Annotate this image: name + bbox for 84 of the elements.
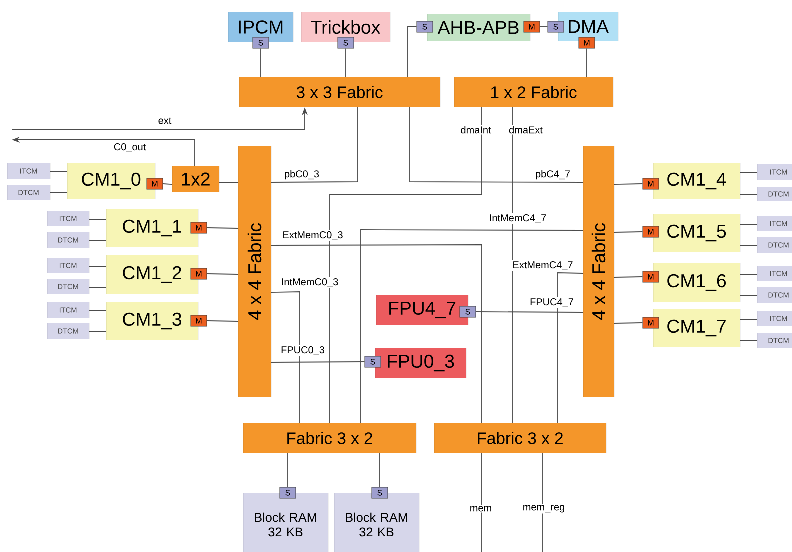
connector-line xyxy=(270,362,366,363)
connector-line xyxy=(740,319,758,320)
edge-label: IntMemC0_3 xyxy=(280,277,340,289)
connector-line xyxy=(586,48,588,78)
connector-line xyxy=(88,310,106,311)
connector-line xyxy=(740,172,758,173)
connector-line xyxy=(614,232,644,233)
fabric-box: 4 x 4 Fabric xyxy=(583,146,615,398)
edge-label: mem xyxy=(468,505,494,513)
connector-line xyxy=(88,287,106,288)
core-box: CM1_5 xyxy=(653,214,741,253)
port-tag: S xyxy=(364,356,382,368)
edge-label: ExtMemC0_3 xyxy=(282,230,344,242)
port-tag: S xyxy=(416,21,434,33)
port-tag: M xyxy=(642,178,660,190)
connector-line xyxy=(88,219,106,220)
port-tag: M xyxy=(190,222,208,234)
connector-line xyxy=(360,230,584,424)
fabric-box: 1 x 2 Fabric xyxy=(454,77,614,108)
edge-label: pbC4_7 xyxy=(534,169,572,181)
connector-line xyxy=(206,320,238,322)
connector-line xyxy=(740,274,758,275)
port-tag: S xyxy=(338,37,354,49)
connector-line xyxy=(512,107,514,424)
port-tag: M xyxy=(642,317,660,329)
connector-line xyxy=(50,192,68,193)
core-box: CM1_6 xyxy=(653,263,741,303)
connector-line xyxy=(740,340,758,341)
edge-label: FPUC4_7 xyxy=(528,297,576,309)
port-tag: S xyxy=(372,487,388,499)
connector-line xyxy=(408,26,418,78)
connector-line xyxy=(614,322,644,324)
edge-label: IntMemC4_7 xyxy=(488,213,548,225)
port-tag: S xyxy=(548,21,564,33)
connector-line xyxy=(50,171,68,172)
port-tag: M xyxy=(190,268,208,280)
connector-line xyxy=(270,107,358,183)
edge-label: ext xyxy=(157,116,173,126)
connector-line xyxy=(740,224,758,225)
connector-line xyxy=(614,276,644,278)
edge-label: dmaExt xyxy=(508,125,544,135)
connector-line xyxy=(270,244,482,424)
core-box: CM1_4 xyxy=(653,163,741,200)
connector-line xyxy=(614,184,644,185)
port-tag: M xyxy=(524,21,540,33)
connector-line xyxy=(740,194,758,195)
connector-line xyxy=(206,228,238,229)
fabric-box: Fabric 3 x 2 xyxy=(243,423,417,454)
connector-line xyxy=(270,292,300,424)
fabric-box: 1x2 xyxy=(172,166,220,193)
port-tag: M xyxy=(642,271,660,283)
port-tag: M xyxy=(578,37,596,49)
edge-label: pbC0_3 xyxy=(283,169,321,181)
port-tag: M xyxy=(190,315,208,327)
connector-line xyxy=(540,26,548,28)
fabric-box: 4 x 4 Fabric xyxy=(238,146,272,398)
connector-line xyxy=(542,453,544,552)
port-tag: S xyxy=(460,306,476,318)
port-tag: S xyxy=(252,37,270,49)
port-tag: M xyxy=(642,226,660,238)
connector-line xyxy=(410,107,584,183)
fabric-box: 3 x 3 Fabric xyxy=(239,77,441,108)
fpu-box: FPU0_3 xyxy=(375,348,467,379)
edge-label: mem_reg xyxy=(522,504,566,514)
edge-label: dmaInt xyxy=(460,125,492,135)
connector-line xyxy=(206,274,238,275)
edge-label: C0_out xyxy=(112,142,148,154)
connector-line xyxy=(218,182,238,183)
port-tag: S xyxy=(280,487,296,499)
edge-label: ExtMemC4_7 xyxy=(512,260,574,272)
connector-line xyxy=(260,48,262,78)
connector-line xyxy=(162,184,172,185)
connector-line xyxy=(476,312,584,313)
connector-line xyxy=(88,240,106,241)
fabric-box: Fabric 3 x 2 xyxy=(434,423,607,454)
connector-line xyxy=(558,272,584,424)
core-box: CM1_7 xyxy=(653,309,741,348)
connector-line xyxy=(330,107,482,424)
connector-line xyxy=(88,266,106,267)
connector-line xyxy=(740,245,758,246)
connector-line xyxy=(88,331,106,332)
port-tag: M xyxy=(146,178,164,190)
edge-label: FPUC0_3 xyxy=(280,345,326,357)
connector-line xyxy=(740,295,758,296)
